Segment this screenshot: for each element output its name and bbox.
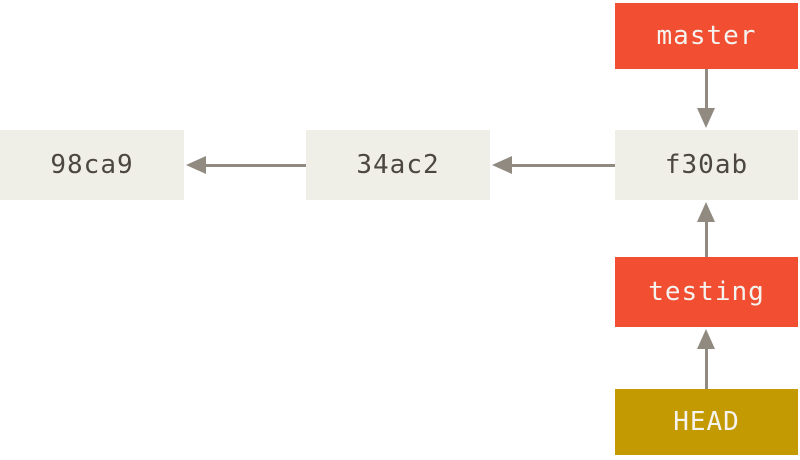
commit-node-98ca9: 98ca9 (0, 130, 184, 200)
arrowhead-left-icon (186, 156, 206, 174)
arrow-line (705, 69, 708, 109)
branch-label-master: master (615, 3, 798, 69)
commit-node-f30ab: f30ab (615, 130, 798, 200)
branch-label-testing: testing (615, 257, 798, 327)
arrowhead-down-icon (697, 108, 715, 128)
arrow-line (510, 164, 615, 167)
arrow-line (705, 348, 708, 389)
arrow-line (705, 221, 708, 257)
arrowhead-up-icon (697, 329, 715, 349)
commit-node-34ac2: 34ac2 (306, 130, 490, 200)
arrow-line (204, 164, 306, 167)
arrowhead-left-icon (492, 156, 512, 174)
head-pointer-label: HEAD (615, 389, 798, 455)
arrowhead-up-icon (697, 202, 715, 222)
